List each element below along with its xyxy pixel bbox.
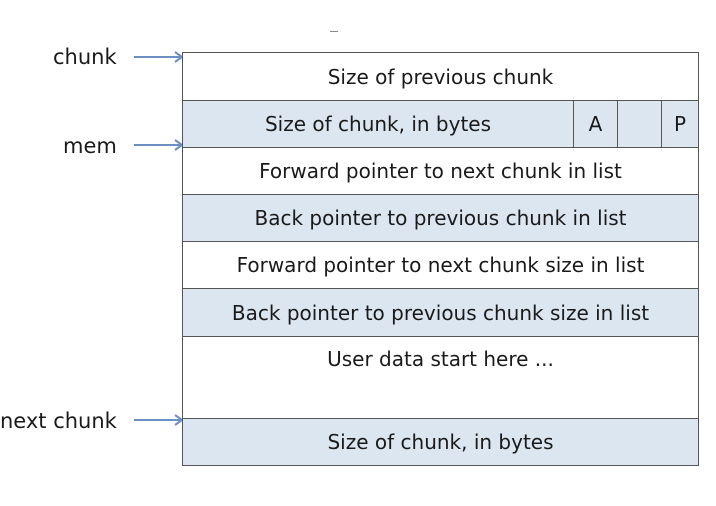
row-next-size: Size of chunk, in bytes (183, 419, 698, 465)
row-bk-text: Back pointer to previous chunk in list (254, 206, 627, 230)
flag-p-text: P (673, 112, 687, 136)
row-fd: Forward pointer to next chunk in list (183, 148, 698, 195)
chunk-block: Size of previous chunk Size of chunk, in… (182, 52, 699, 466)
row-fd-nextsize: Forward pointer to next chunk size in li… (183, 242, 698, 289)
row-fd-nextsize-text: Forward pointer to next chunk size in li… (236, 253, 645, 277)
top-dash-mark (330, 31, 338, 32)
row-bk: Back pointer to previous chunk in list (183, 195, 698, 242)
label-next-chunk: next chunk (0, 409, 117, 433)
label-chunk: chunk (53, 45, 117, 69)
row-prev-size-text: Size of previous chunk (327, 64, 554, 89)
label-mem: mem (63, 134, 117, 158)
arrow-chunk-icon (134, 50, 184, 64)
flag-p-cell: P (661, 101, 698, 147)
row-fd-text: Forward pointer to next chunk in list (259, 159, 622, 183)
row-bk-nextsize-text: Back pointer to previous chunk size in l… (231, 300, 650, 325)
row-user-data-text: User data start here ... (327, 347, 554, 371)
row-size: Size of chunk, in bytes A P (183, 101, 698, 148)
flag-m-cell (617, 101, 661, 147)
arrow-next-chunk-icon (134, 413, 184, 427)
row-user-data: User data start here ... (183, 337, 698, 419)
row-prev-size: Size of previous chunk (183, 53, 698, 101)
arrow-mem-icon (134, 138, 184, 152)
row-next-size-text: Size of chunk, in bytes (327, 430, 554, 454)
flag-a-cell: A (573, 101, 617, 147)
row-size-main-cell: Size of chunk, in bytes (183, 101, 573, 147)
row-bk-nextsize: Back pointer to previous chunk size in l… (183, 289, 698, 337)
flag-a-text: A (588, 112, 603, 136)
row-size-text: Size of chunk, in bytes (264, 112, 492, 136)
